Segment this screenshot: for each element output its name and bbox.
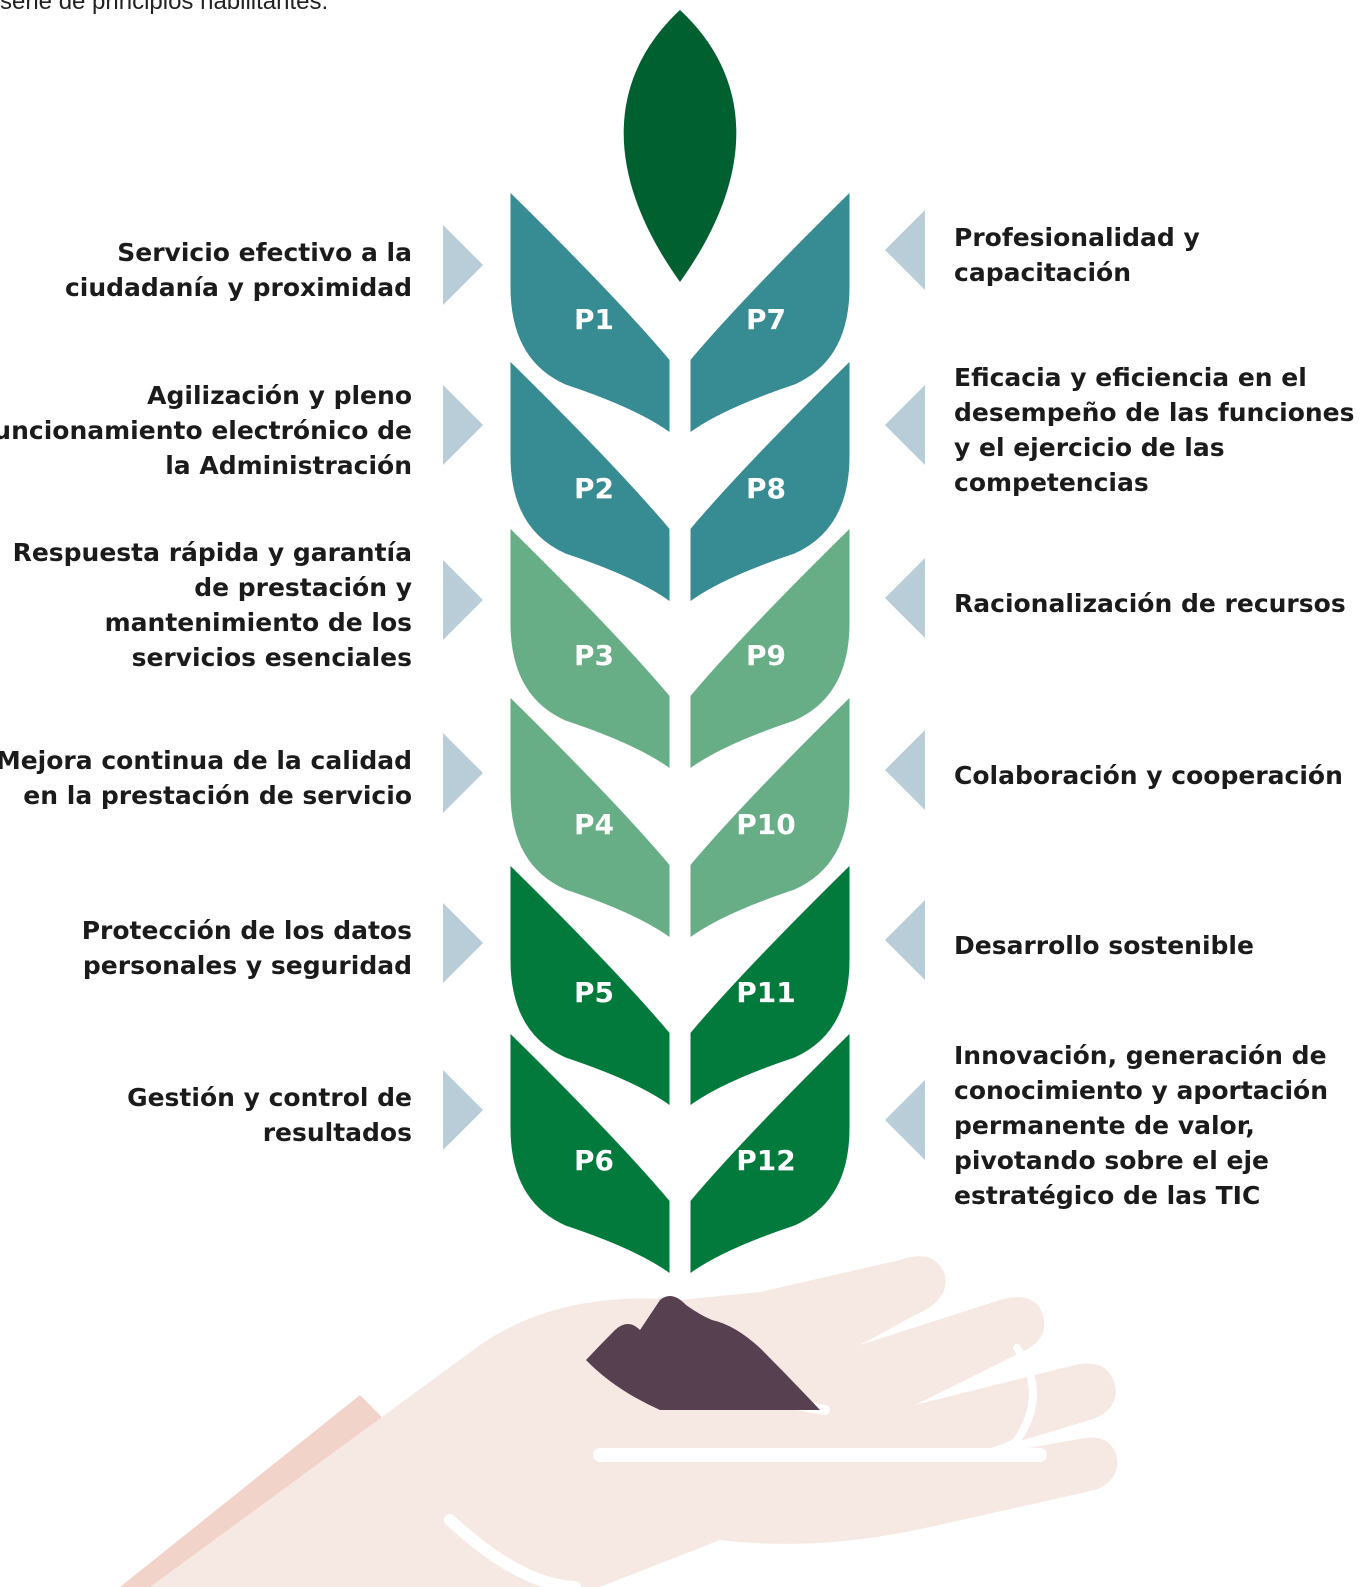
- code-p6: P6: [574, 1144, 614, 1177]
- arrow-right-icon: [443, 385, 483, 465]
- top-leaf: [623, 10, 737, 282]
- intro-text: serie de principios habilitantes:: [0, 0, 329, 15]
- principle-label-p2: Agilización y pleno funcionamiento elect…: [0, 380, 412, 480]
- principle-label-p10: Colaboración y cooperación: [954, 760, 1343, 790]
- code-p8: P8: [746, 472, 786, 505]
- arrow-right-icon: [443, 1070, 483, 1150]
- leaf-p11: [685, 857, 855, 1113]
- code-p4: P4: [574, 808, 614, 841]
- code-p1: P1: [574, 303, 614, 336]
- leaf-p8: [685, 353, 855, 609]
- code-p11: P11: [736, 976, 796, 1009]
- leaf-p10: [685, 689, 855, 945]
- principle-label-p1: Servicio efectivo a la ciudadanía y prox…: [64, 238, 412, 302]
- code-p3: P3: [574, 639, 614, 672]
- principle-label-p6: Gestión y control de resultados: [127, 1083, 412, 1147]
- leaf-p3: [505, 520, 675, 776]
- hand-fill: [150, 1256, 1118, 1587]
- principle-label-p9: Racionalización de recursos: [954, 588, 1346, 618]
- code-p7: P7: [746, 303, 786, 336]
- arrow-left-icon: [885, 210, 925, 290]
- soil-mound: [586, 1296, 820, 1410]
- arrow-right-icon: [443, 560, 483, 640]
- leaf-p6: [505, 1025, 675, 1281]
- principle-label-p7: Profesionalidad y capacitación: [954, 223, 1200, 287]
- code-p2: P2: [574, 472, 614, 505]
- leaf-p4: [505, 689, 675, 945]
- leaf-p2: [505, 353, 675, 609]
- arrow-left-icon: [885, 730, 925, 810]
- arrow-left-icon: [885, 558, 925, 638]
- code-p9: P9: [746, 639, 786, 672]
- code-p5: P5: [574, 976, 614, 1009]
- arrow-right-icon: [443, 903, 483, 983]
- leaf-p12: [685, 1025, 855, 1281]
- arrow-left-icon: [885, 1080, 925, 1160]
- code-p10: P10: [736, 808, 796, 841]
- code-p12: P12: [736, 1144, 796, 1177]
- arrow-right-icon: [443, 225, 483, 305]
- arrow-right-icon: [443, 733, 483, 813]
- leaf-p7: [685, 184, 855, 440]
- principle-label-p8: Eficacia y eficiencia en el desempeño de…: [954, 363, 1355, 497]
- principle-label-p11: Desarrollo sostenible: [954, 930, 1254, 960]
- hand-illustration: [120, 1256, 1118, 1587]
- arrow-left-icon: [885, 385, 925, 465]
- principle-label-p4: Mejora continua de la calidad en la pres…: [0, 746, 412, 810]
- principle-label-p3: Respuesta rápida y garantía de prestació…: [12, 538, 412, 672]
- leaf-p9: [685, 520, 855, 776]
- principle-label-p5: Protección de los datos personales y seg…: [81, 916, 412, 980]
- leaf-p1: [505, 184, 675, 440]
- principle-label-p12: Innovación, generación de conocimiento y…: [954, 1040, 1329, 1210]
- arrow-left-icon: [885, 900, 925, 980]
- leaf-p5: [505, 857, 675, 1113]
